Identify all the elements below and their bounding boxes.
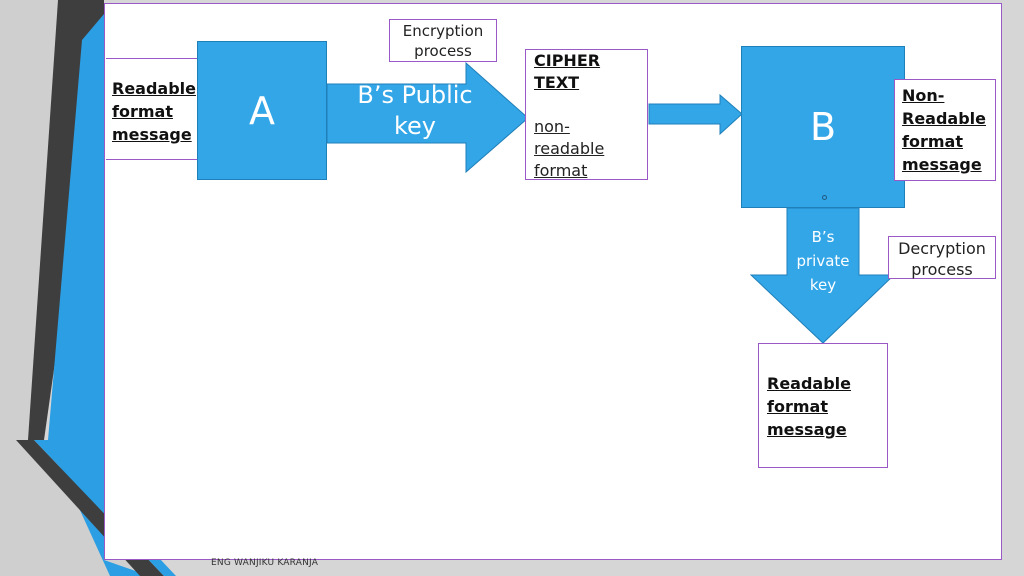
public-key-label: B’s Public key bbox=[340, 80, 490, 142]
encryption-line-2: process bbox=[414, 42, 472, 60]
cipher-sub-line-3: format bbox=[534, 161, 588, 180]
connector-dot-icon bbox=[822, 195, 827, 200]
readable-message-left: Readable format message bbox=[106, 58, 198, 160]
private-key-line-2: private bbox=[796, 252, 850, 270]
readable-message-bottom: Readable format message bbox=[758, 343, 888, 468]
cipher-sub-line-2: readable bbox=[534, 139, 605, 158]
public-key-line-1: B’s Public bbox=[357, 81, 473, 109]
receiver-box-b: B bbox=[741, 46, 905, 208]
private-key-arrow bbox=[750, 207, 896, 344]
cipher-text-box: CIPHER TEXT non- readable format bbox=[525, 49, 648, 180]
private-key-label: B’s private key bbox=[788, 225, 858, 297]
footer-author: ENG WANJIKU KARANJA bbox=[211, 558, 319, 568]
cipher-title-line-2: TEXT bbox=[534, 73, 580, 92]
readable-left-line-3: message bbox=[112, 125, 192, 144]
encryption-line-1: Encryption bbox=[402, 22, 484, 40]
readable-bottom-line-1: Readable bbox=[767, 374, 852, 393]
cipher-title-line-1: CIPHER bbox=[534, 51, 601, 70]
private-key-line-3: key bbox=[809, 276, 837, 294]
public-key-line-2: key bbox=[393, 112, 436, 140]
cipher-sub-line-1: non- bbox=[534, 117, 570, 136]
receiver-box-label: B bbox=[809, 105, 837, 149]
cipher-to-b-arrow bbox=[648, 94, 743, 136]
public-key-arrow bbox=[326, 62, 529, 174]
decryption-process-caption: Decryption process bbox=[888, 236, 996, 279]
readable-bottom-line-2: format bbox=[767, 397, 828, 416]
non-readable-message-right: Non- Readable format message bbox=[894, 79, 996, 181]
non-readable-line-1: Non- bbox=[902, 86, 945, 105]
decryption-line-1: Decryption bbox=[898, 239, 986, 258]
encryption-process-caption: Encryption process bbox=[389, 19, 497, 62]
sender-box-label: A bbox=[249, 88, 275, 133]
non-readable-line-4: message bbox=[902, 155, 982, 174]
non-readable-line-2: Readable bbox=[902, 109, 987, 128]
non-readable-line-3: format bbox=[902, 132, 963, 151]
sender-box-a: A bbox=[197, 41, 327, 180]
private-key-line-1: B’s bbox=[811, 228, 835, 246]
readable-left-line-1: Readable bbox=[112, 79, 197, 98]
readable-bottom-line-3: message bbox=[767, 420, 847, 439]
readable-left-line-2: format bbox=[112, 102, 173, 121]
decryption-line-2: process bbox=[911, 260, 973, 279]
